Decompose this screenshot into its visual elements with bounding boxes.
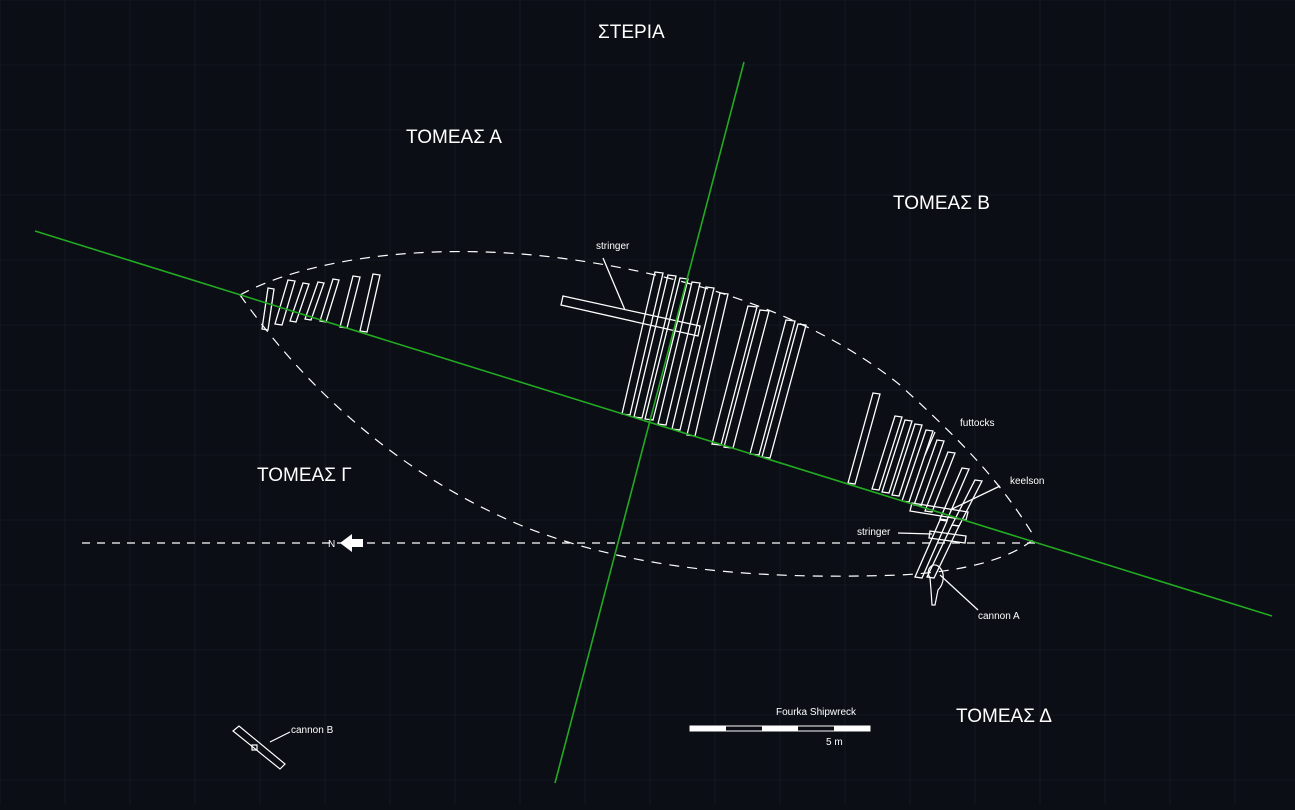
scale-bar-length: 5 m bbox=[826, 737, 843, 748]
frame-timber bbox=[761, 323, 807, 459]
label-cannon-a: cannon A bbox=[978, 611, 1020, 622]
frame-timber bbox=[891, 423, 923, 497]
frame-timber bbox=[657, 281, 701, 426]
frame-timber bbox=[871, 415, 903, 491]
label-keelson: keelson bbox=[1010, 476, 1045, 487]
frame-timber bbox=[711, 305, 758, 446]
main-axis-line bbox=[34, 230, 1273, 617]
frame-timber bbox=[926, 524, 960, 579]
cross-axis-line bbox=[554, 61, 745, 784]
sector-label-a: ΤΟΜΕΑΣ Α bbox=[406, 127, 502, 148]
frame-timber bbox=[304, 281, 325, 321]
north-arrow-icon bbox=[340, 534, 363, 552]
hull-outline bbox=[239, 250, 1036, 577]
frame-timber bbox=[339, 275, 361, 329]
frame-timber bbox=[261, 287, 275, 331]
frame-timber bbox=[274, 279, 296, 326]
frame-timber bbox=[939, 467, 970, 521]
sector-label-b: ΤΟΜΕΑΣ Β bbox=[893, 193, 990, 214]
scale-bar bbox=[689, 725, 871, 732]
frame-timber bbox=[847, 392, 881, 485]
frame-timber bbox=[633, 274, 677, 419]
frame-timber bbox=[671, 286, 715, 431]
label-stringer-top: stringer bbox=[596, 241, 630, 252]
frame-timber bbox=[359, 273, 381, 333]
label-futtocks: futtocks bbox=[960, 418, 995, 429]
hull-outline-upper bbox=[239, 250, 1036, 539]
frame-timber bbox=[881, 419, 913, 494]
sector-label-c: ΤΟΜΕΑΣ Γ bbox=[257, 465, 352, 486]
stringer-timber-bottom bbox=[897, 431, 967, 544]
cannon-b-icon bbox=[232, 725, 291, 770]
frame-timber bbox=[621, 271, 664, 416]
sector-label-land: ΣΤΕΡΙΑ bbox=[598, 22, 665, 43]
north-arrow-letter: N bbox=[328, 539, 335, 550]
frame-timber bbox=[723, 309, 770, 449]
frame-timber bbox=[289, 282, 310, 323]
frame-timber bbox=[644, 277, 689, 421]
frame-timber bbox=[749, 319, 796, 456]
hull-outline-lower bbox=[239, 294, 1036, 577]
label-stringer-bottom: stringer bbox=[857, 527, 891, 538]
frame-timber bbox=[914, 519, 948, 579]
stringer-timber-top bbox=[560, 257, 701, 337]
label-cannon-b: cannon B bbox=[291, 725, 334, 736]
cannon-a-icon bbox=[927, 564, 979, 611]
scale-bar-title: Fourka Shipwreck bbox=[776, 707, 857, 718]
frame-timber bbox=[901, 429, 934, 503]
sector-label-d: ΤΟΜΕΑΣ Δ bbox=[956, 706, 1052, 727]
frame-timber bbox=[924, 451, 956, 513]
